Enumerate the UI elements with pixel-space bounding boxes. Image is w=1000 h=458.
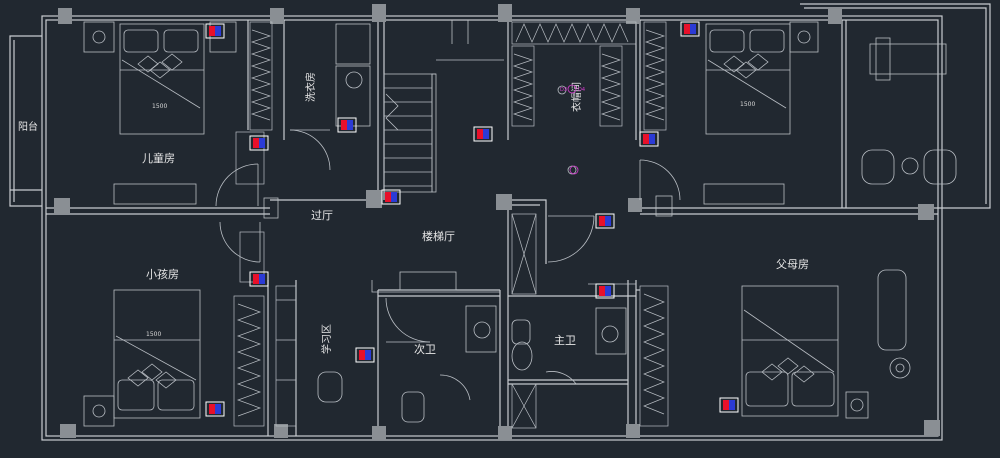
- label-master-bath: 主卫: [554, 334, 576, 347]
- door-swings: [215, 129, 681, 401]
- sensor-marker: [249, 271, 269, 287]
- sensor-markers: [205, 21, 739, 417]
- sensor-marker: [337, 117, 357, 133]
- furniture: [113, 23, 957, 423]
- exterior-walls: [9, 3, 991, 441]
- dim-bed-master: 1500: [740, 101, 755, 108]
- sensor-marker: [205, 401, 225, 417]
- label-parents-room: 父母房: [776, 258, 809, 271]
- cloak-tag-2: D4: [578, 87, 585, 93]
- dim-bed-small-child: 1500: [146, 331, 161, 338]
- wardrobes: [233, 21, 669, 429]
- pillow-clusters: [127, 53, 815, 389]
- sensor-marker: [639, 131, 659, 147]
- label-cloakroom: 衣帽间: [570, 82, 583, 112]
- label-second-bath: 次卫: [414, 342, 436, 356]
- sensor-marker: [249, 135, 269, 151]
- cloak-tag-1: D3: [560, 87, 567, 93]
- bed-dimensions: 1500 1500 1500: [146, 101, 755, 338]
- sensor-marker: [680, 21, 700, 37]
- sensor-marker: [719, 397, 739, 413]
- label-balcony: 阳台: [18, 120, 38, 133]
- sensor-marker: [381, 189, 401, 205]
- sensor-marker: [595, 213, 615, 229]
- label-stair-hall: 楼梯厅: [422, 229, 455, 243]
- staircase: [383, 20, 504, 193]
- label-study: 学习区: [320, 324, 333, 354]
- sensor-marker: [205, 23, 225, 39]
- sensor-marker: [355, 347, 375, 363]
- label-hall: 过厅: [311, 209, 333, 222]
- beds: [83, 21, 869, 427]
- label-children-room: 儿童房: [142, 151, 175, 165]
- interior-walls: [46, 20, 938, 436]
- label-small-child-room: 小孩房: [146, 268, 179, 281]
- sensor-marker: [595, 283, 615, 299]
- dim-bed-children: 1500: [152, 103, 167, 110]
- room-labels: 阳台 儿童房 洗衣房 过厅 楼梯厅 衣帽间 小孩房 学习区 次卫 主卫 父母房: [18, 72, 809, 356]
- sensor-marker: [473, 126, 493, 142]
- label-laundry: 洗衣房: [304, 72, 317, 102]
- structural-columns: [54, 4, 940, 440]
- cloak-markers: D3 D4: [560, 84, 585, 175]
